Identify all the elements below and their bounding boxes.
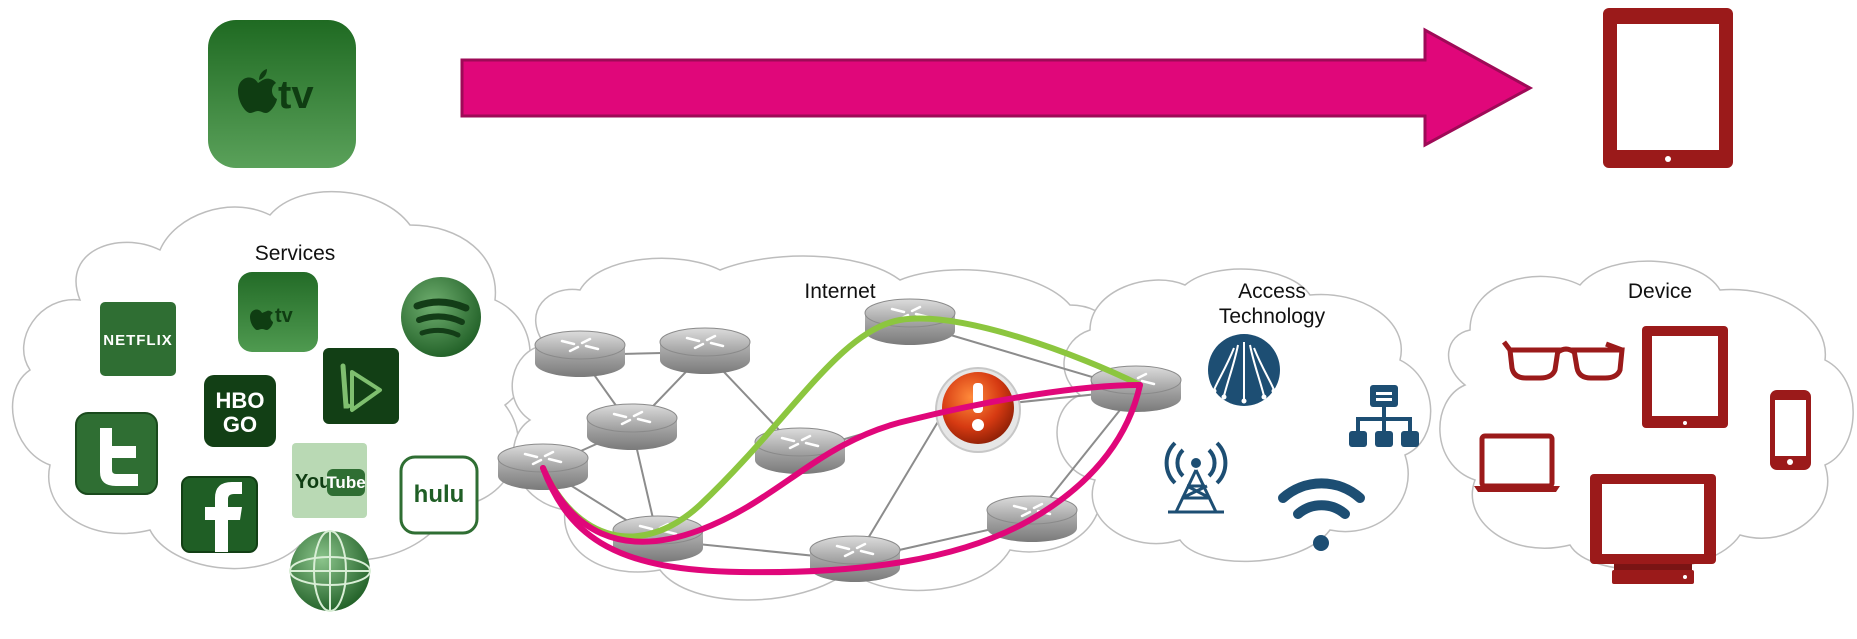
services-label: Services bbox=[255, 242, 336, 265]
network-hierarchy-icon bbox=[1349, 385, 1419, 447]
fiber-icon bbox=[1208, 334, 1280, 406]
pink-path-lower bbox=[540, 382, 1143, 576]
hbo-text: HBO bbox=[216, 388, 265, 413]
tablet-icon bbox=[1603, 8, 1733, 168]
access-label-line1: Access bbox=[1238, 280, 1306, 303]
access-label-line2: Technology bbox=[1219, 305, 1326, 328]
transition-arrow bbox=[460, 27, 1534, 148]
tablet-small-icon bbox=[1642, 326, 1728, 428]
green-path bbox=[540, 315, 1143, 540]
cell-tower-icon bbox=[1164, 441, 1228, 514]
netflix-icon: NETFLIX bbox=[100, 302, 176, 376]
phone-icon bbox=[1770, 390, 1811, 470]
wifi-icon bbox=[1278, 478, 1365, 551]
youtube-icon: You Tube bbox=[292, 443, 367, 518]
hulu-text: hulu bbox=[414, 481, 465, 508]
hulu-icon: hulu bbox=[399, 455, 479, 535]
apple-logo-icon bbox=[238, 69, 277, 113]
laptop-icon bbox=[1474, 433, 1560, 492]
apple-tv-small-icon: tv bbox=[238, 272, 318, 352]
router-r1 bbox=[533, 329, 627, 379]
spotify-icon bbox=[401, 277, 481, 357]
netflix-text: NETFLIX bbox=[103, 332, 173, 349]
youtube-you-text: You bbox=[295, 471, 331, 493]
hbo-go-icon: HBO GO bbox=[204, 375, 276, 447]
alert-icon bbox=[935, 367, 1021, 453]
device-label: Device bbox=[1628, 280, 1692, 303]
tv-icon bbox=[1590, 474, 1716, 584]
vimeo-icon bbox=[323, 348, 399, 424]
router-r8 bbox=[808, 534, 902, 584]
apple-tv-small-text: tv bbox=[275, 305, 294, 327]
glasses-icon bbox=[1502, 340, 1625, 381]
apple-tv-text: tv bbox=[278, 73, 314, 117]
twitter-icon bbox=[75, 412, 158, 495]
router-r2 bbox=[658, 326, 752, 376]
facebook-icon bbox=[181, 476, 258, 553]
pink-path-upper bbox=[540, 382, 1143, 545]
internet-label: Internet bbox=[804, 280, 875, 303]
globe-icon bbox=[289, 530, 371, 612]
apple-tv-icon: tv bbox=[208, 20, 356, 168]
router-r3 bbox=[585, 402, 679, 452]
youtube-tube-text: Tube bbox=[326, 473, 365, 492]
go-text: GO bbox=[223, 412, 257, 437]
